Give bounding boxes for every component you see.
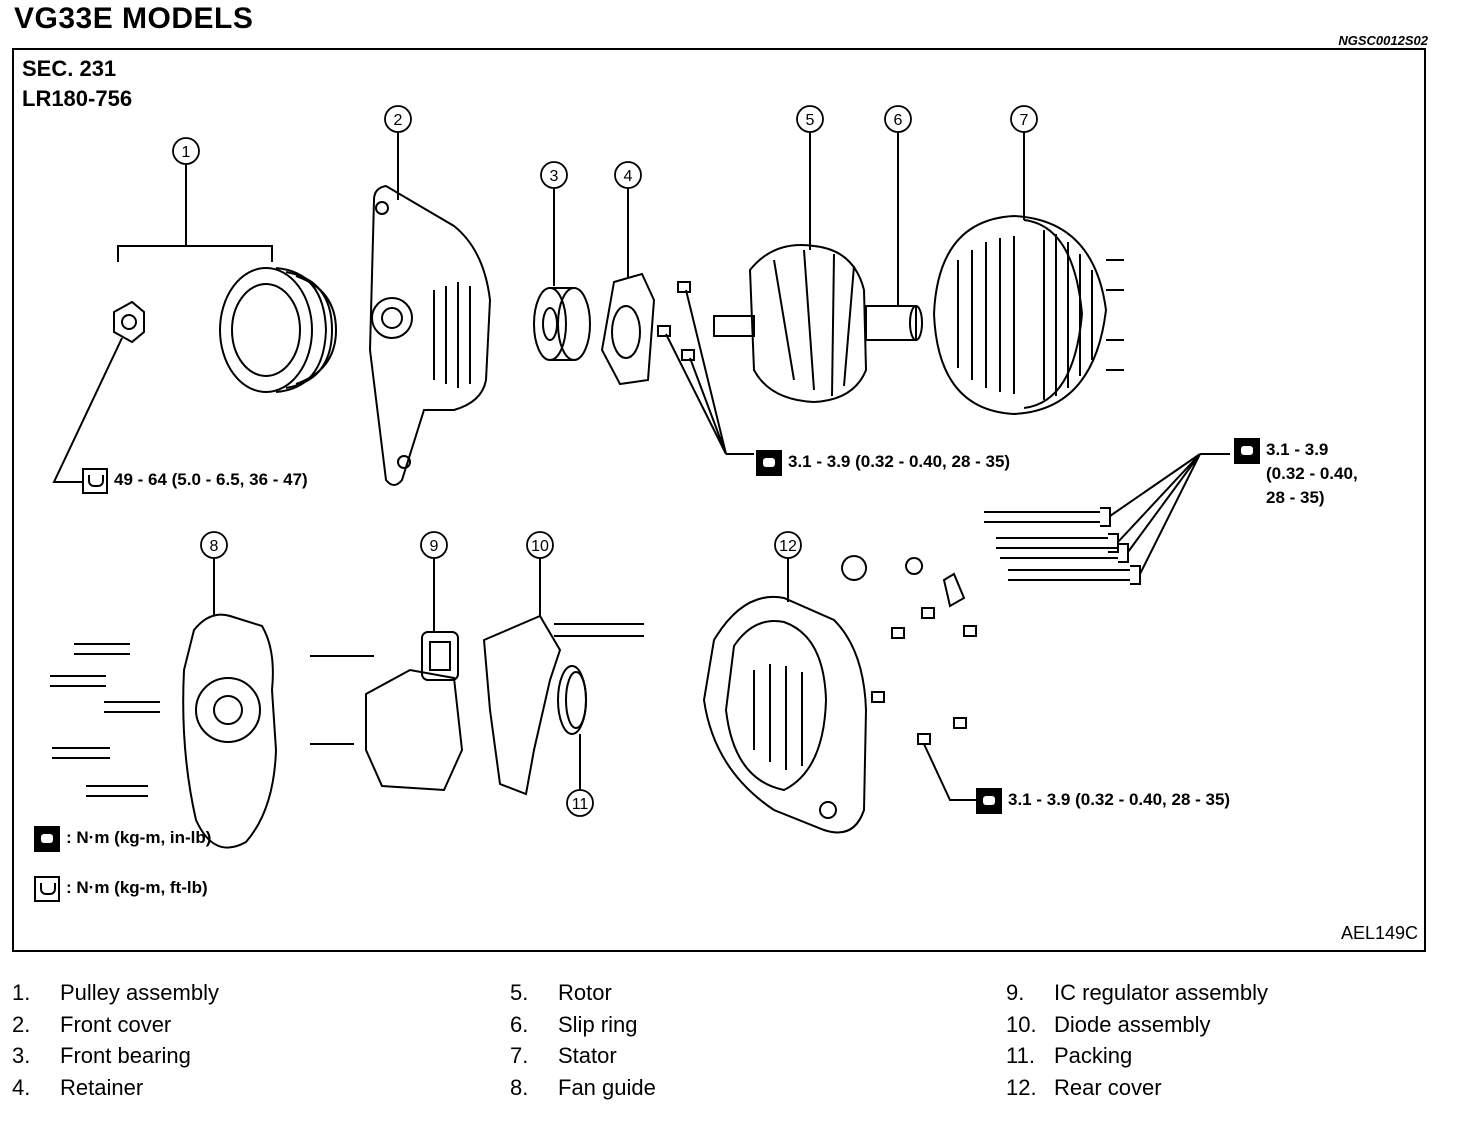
callout-2: 2 — [394, 112, 403, 129]
page-title: VG33E MODELS — [14, 2, 254, 35]
front-bearing-drawing — [533, 287, 591, 361]
rear-cover-nuts-torque: 3.1 - 3.9 (0.32 - 0.40, 28 - 35) — [976, 788, 1230, 814]
front-cover-drawing — [368, 184, 492, 486]
callout-11-12-label: 12 — [779, 538, 797, 555]
list-item: 4.Retainer — [12, 1074, 144, 1100]
stator-drawing — [932, 214, 1124, 416]
through-bolts-torque-line1: 3.1 - 3.9 — [1266, 440, 1329, 459]
callout-1: 1 — [182, 144, 191, 161]
diode-assembly-drawing — [482, 614, 644, 796]
retainer-screws-leader — [665, 289, 754, 455]
list-item: 6.Slip ring — [510, 1011, 638, 1037]
callout-10: 10 — [531, 538, 549, 555]
list-item: 7.Stator — [510, 1043, 617, 1068]
parts-legend-column-3: 9.IC regulator assembly 10.Diode assembl… — [1006, 980, 1268, 1106]
rotor-screws-torque-value: 3.1 - 3.9 (0.32 - 0.40, 28 - 35) — [788, 452, 1011, 471]
parts-legend-column-1: 1.Pulley assembly 2.Front cover 3.Front … — [12, 980, 219, 1106]
list-item: 1.Pulley assembly — [12, 980, 219, 1005]
figure-id: AEL149C — [1340, 923, 1418, 943]
section-reference: SEC. 231 LR180-756 — [22, 54, 132, 114]
packing-drawing — [557, 665, 587, 735]
parts-legend-column-2: 5.Rotor 6.Slip ring 7.Stator 8.Fan guide — [510, 980, 656, 1106]
retainer-drawing — [600, 272, 656, 386]
pulley-nut-leader — [52, 337, 123, 483]
callout-4: 4 — [624, 168, 633, 185]
list-item: 10.Diode assembly — [1006, 1011, 1211, 1037]
through-bolts-torque: 3.1 - 3.9 (0.32 - 0.40, 28 - 35) — [1234, 438, 1358, 510]
callout-circles — [172, 105, 1038, 817]
list-item: 12.Rear cover — [1006, 1074, 1162, 1100]
torque-in-lb-icon — [976, 788, 1002, 814]
units-legend-in-lb: : N·m (kg-m, in-lb) — [34, 826, 211, 852]
units-legend-ft-lb: : N·m (kg-m, ft-lb) — [34, 876, 208, 902]
torque-in-lb-icon — [756, 450, 782, 476]
callout-7: 7 — [1020, 112, 1029, 129]
callout-leaders — [185, 132, 1025, 790]
callout-9: 9 — [430, 538, 439, 555]
pulley-assembly-drawing — [113, 267, 338, 393]
list-item: 3.Front bearing — [12, 1043, 191, 1068]
torque-in-lb-icon — [34, 826, 60, 852]
rear-cover-small-parts-drawing — [841, 555, 977, 745]
reference-code: NGSC0012S02 — [1338, 33, 1428, 48]
units-legend-in-lb-text: : N·m (kg-m, in-lb) — [66, 828, 212, 847]
callout-11: 11 — [572, 796, 589, 813]
exploded-diagram-frame: 1 2 3 4 5 6 7 8 9 10 12 11 SEC. 231 LR18… — [12, 48, 1426, 952]
section-number: SEC. 231 — [22, 56, 117, 81]
exploded-view-drawing: 1 2 3 4 5 6 7 8 9 10 12 11 — [50, 105, 1230, 849]
list-item: 2.Front cover — [12, 1011, 172, 1037]
through-bolts-leader — [1109, 453, 1230, 575]
list-item: 8.Fan guide — [510, 1074, 656, 1100]
pulley-nut-torque: 49 - 64 (5.0 - 6.5, 36 - 47) — [82, 468, 308, 494]
callout-6: 6 — [894, 112, 903, 129]
list-item: 5.Rotor — [510, 980, 612, 1005]
torque-ft-lb-icon — [34, 876, 60, 902]
ic-regulator-drawing — [310, 631, 464, 792]
callout-3: 3 — [550, 168, 559, 185]
callout-8: 8 — [210, 538, 219, 555]
torque-ft-lb-icon — [82, 468, 108, 494]
list-item: 11.Packing — [1006, 1043, 1133, 1068]
through-bolts-drawing — [984, 507, 1141, 585]
fan-guide-screws-drawing — [50, 643, 160, 797]
pulley-nut-torque-value: 49 - 64 (5.0 - 6.5, 36 - 47) — [114, 470, 308, 489]
fan-guide-drawing — [182, 613, 278, 849]
retainer-screws-drawing — [657, 281, 695, 361]
callout-5: 5 — [806, 112, 815, 129]
list-item: 9.IC regulator assembly — [1006, 980, 1268, 1005]
units-legend-ft-lb-text: : N·m (kg-m, ft-lb) — [66, 878, 208, 897]
through-bolts-torque-line3: 28 - 35) — [1266, 488, 1325, 507]
torque-in-lb-icon — [1234, 438, 1260, 464]
rear-cover-drawing — [702, 595, 868, 834]
through-bolts-torque-line2: (0.32 - 0.40, — [1266, 464, 1358, 483]
rear-cover-nuts-torque-value: 3.1 - 3.9 (0.32 - 0.40, 28 - 35) — [1008, 790, 1231, 809]
rotor-screws-torque: 3.1 - 3.9 (0.32 - 0.40, 28 - 35) — [756, 450, 1010, 476]
rotor-drawing — [713, 244, 923, 404]
rear-cover-nuts-leader — [923, 743, 976, 801]
callout-numbers: 1 2 3 4 5 6 7 8 9 10 12 11 — [182, 112, 1029, 813]
model-number: LR180-756 — [22, 86, 133, 111]
pulley-bracket-line — [117, 170, 273, 262]
